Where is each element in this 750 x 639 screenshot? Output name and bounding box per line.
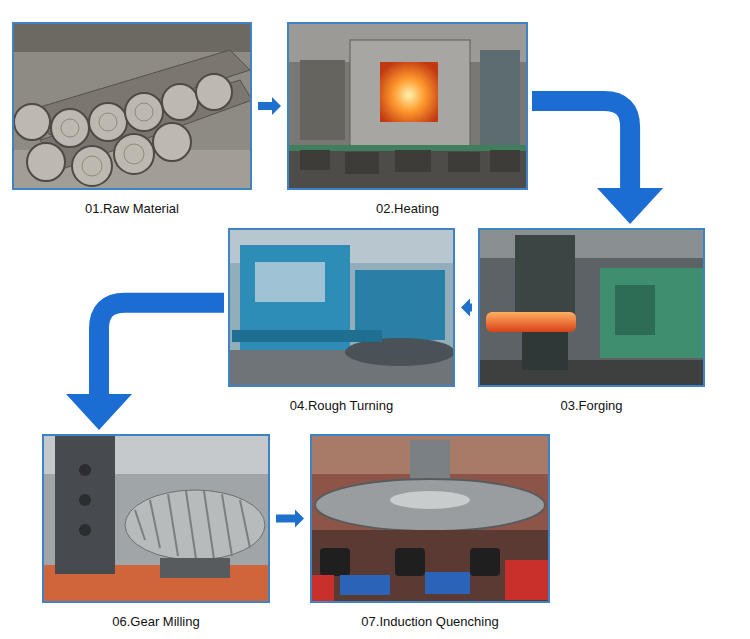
photo-frame xyxy=(12,22,252,190)
arrow-shaft xyxy=(532,101,630,190)
flow-arrow xyxy=(66,303,224,430)
arrow-head xyxy=(597,188,663,224)
process-step: 03.Forging xyxy=(478,228,705,414)
step-caption: 06.Gear Milling xyxy=(42,614,270,630)
photo-frame xyxy=(42,434,270,603)
process-step: 01.Raw Material xyxy=(12,22,252,217)
arrow-head xyxy=(295,510,304,528)
flow-arrow xyxy=(276,510,304,528)
arrow-shaft xyxy=(276,515,296,523)
arrow-head xyxy=(66,394,132,430)
forging-photo xyxy=(478,228,705,387)
photo-frame xyxy=(228,228,455,387)
step-caption: 01.Raw Material xyxy=(12,201,252,217)
flow-arrow xyxy=(461,299,472,317)
raw-material-photo xyxy=(12,22,252,190)
step-caption: 03.Forging xyxy=(478,398,705,414)
arrow-head xyxy=(461,299,470,317)
process-step: 06.Gear Milling xyxy=(42,434,270,630)
process-step: 04.Rough Turning xyxy=(228,228,455,414)
photo-frame xyxy=(310,434,550,603)
step-caption: 02.Heating xyxy=(287,201,528,217)
flow-arrow xyxy=(258,97,281,115)
step-caption: 07.Induction Quenching xyxy=(310,614,550,630)
heating-photo xyxy=(287,22,528,190)
gear-milling-photo xyxy=(42,434,270,603)
induction-quenching-photo xyxy=(310,434,550,603)
arrow-head xyxy=(272,97,281,115)
arrow-shaft xyxy=(99,303,224,396)
photo-frame xyxy=(478,228,705,387)
flow-arrow xyxy=(532,101,663,224)
process-step: 07.Induction Quenching xyxy=(310,434,550,630)
arrow-shaft xyxy=(258,102,273,110)
rough-turning-photo xyxy=(228,228,455,387)
process-step: 02.Heating xyxy=(287,22,528,217)
photo-frame xyxy=(287,22,528,190)
step-caption: 04.Rough Turning xyxy=(228,398,455,414)
